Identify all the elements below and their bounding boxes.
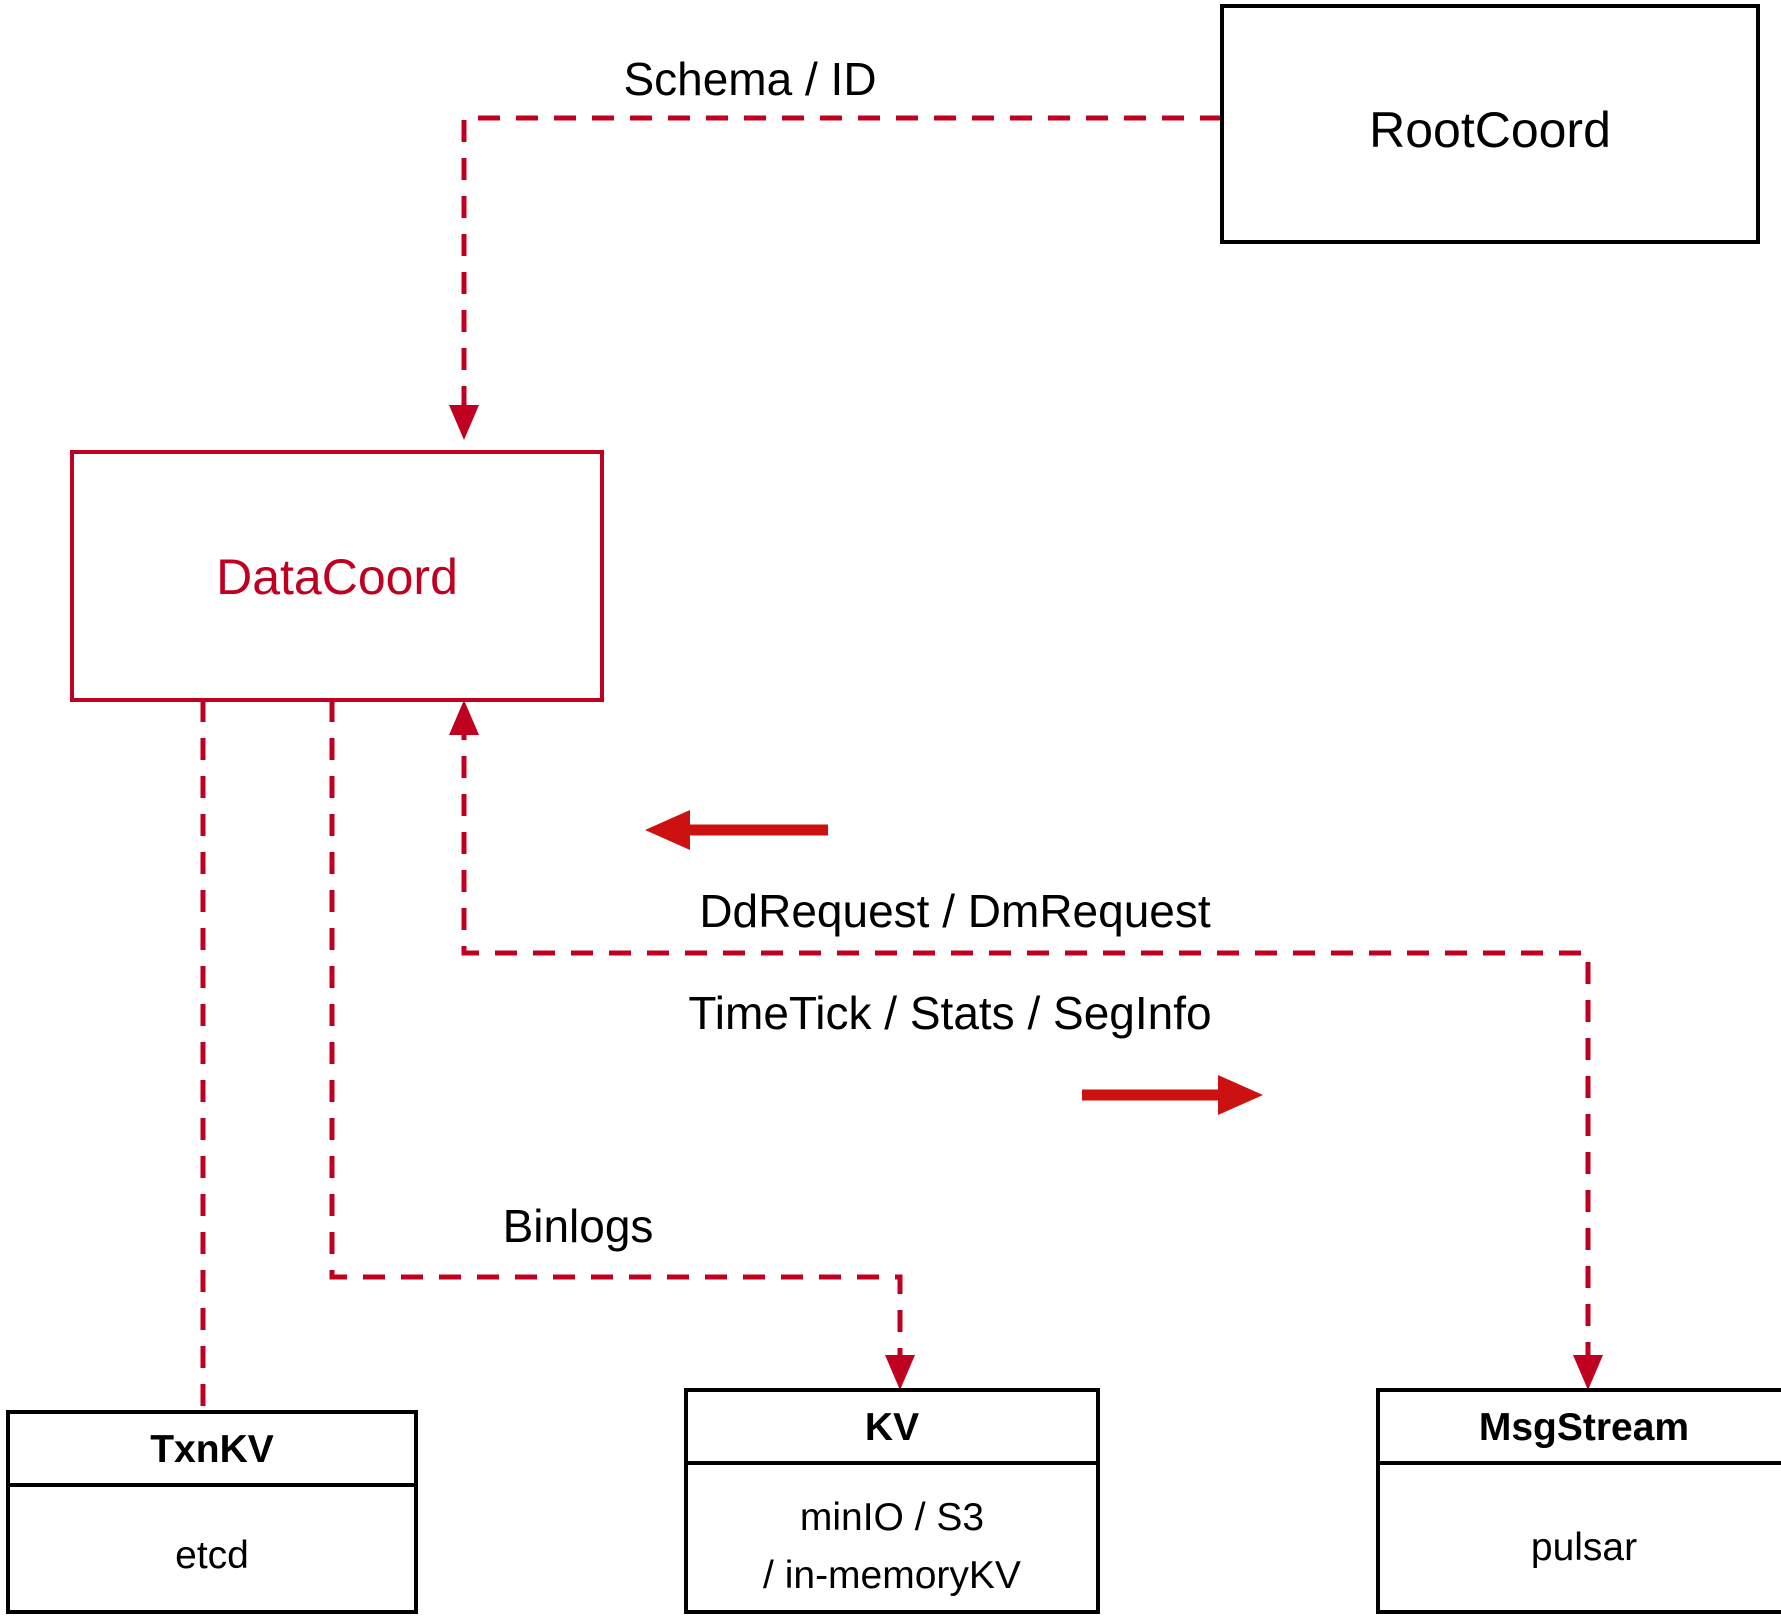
node-txnkv-box[interactable] [6, 1410, 418, 1614]
edge-label-schema-id-bg [595, 48, 905, 110]
edge-label-binlogs-bg [480, 1195, 680, 1257]
edge-path-schema-id [461, 115, 1222, 420]
direction-arrow-right [1082, 1075, 1263, 1115]
node-rootcoord-box[interactable] [1220, 4, 1760, 244]
edge-label-timetick-text: TimeTick / Stats / SegInfo [688, 987, 1211, 1039]
node-msgstream-label: MsgStream [1479, 1406, 1689, 1449]
node-msgstream-box[interactable] [1376, 1388, 1781, 1614]
edge-label-timetick: TimeTick / Stats / SegInfo [640, 982, 1260, 1044]
node-datacoord-box[interactable] [70, 450, 604, 702]
edge-label-binlogs-text: Binlogs [503, 1200, 654, 1252]
node-msgstream[interactable]: MsgStream pulsar [1376, 1388, 1781, 1614]
edge-label-schema-id: Schema / ID [595, 48, 905, 110]
node-kv-box[interactable] [684, 1388, 1100, 1614]
edge-label-timetick-bg [640, 982, 1260, 1044]
arrowhead-binlogs [885, 1355, 915, 1390]
node-datacoord[interactable]: DataCoord [70, 450, 604, 702]
arrowhead-to-msgstream [1573, 1355, 1603, 1390]
node-msgstream-sublabel-0: pulsar [1531, 1526, 1637, 1569]
edge-label-dd-dm-request-bg [655, 880, 1255, 942]
node-txnkv[interactable]: TxnKV etcd [6, 1410, 418, 1614]
arrowhead-to-datacoord [449, 700, 479, 735]
edge-path-msgstream [461, 718, 1591, 1368]
edge-label-dd-dm-request-text: DdRequest / DmRequest [699, 885, 1211, 937]
node-kv-sublabel-0: minIO / S3 [800, 1496, 984, 1539]
node-txnkv-sublabel-0: etcd [175, 1534, 249, 1577]
direction-arrow-left-head [645, 810, 690, 850]
node-kv-label: KV [865, 1406, 919, 1449]
node-kv[interactable]: KV minIO / S3 / in-memoryKV [684, 1388, 1100, 1614]
edge-path-binlogs [329, 700, 903, 1368]
edge-rootcoord-to-datacoord [449, 115, 1222, 440]
edge-label-schema-id-text: Schema / ID [623, 53, 876, 105]
direction-arrow-left [645, 810, 828, 850]
arrowhead-schema-id [449, 405, 479, 440]
node-txnkv-label: TxnKV [150, 1428, 274, 1471]
node-rootcoord[interactable]: RootCoord [1220, 4, 1760, 244]
edge-datacoord-to-kv [329, 700, 915, 1390]
direction-arrow-right-head [1218, 1075, 1263, 1115]
node-datacoord-label: DataCoord [216, 549, 458, 605]
node-kv-sublabel-1: / in-memoryKV [763, 1554, 1021, 1597]
edge-datacoord-to-msgstream [449, 700, 1603, 1390]
edge-label-dd-dm-request: DdRequest / DmRequest [655, 880, 1255, 942]
node-rootcoord-label: RootCoord [1369, 102, 1611, 158]
edge-label-binlogs: Binlogs [480, 1195, 680, 1257]
